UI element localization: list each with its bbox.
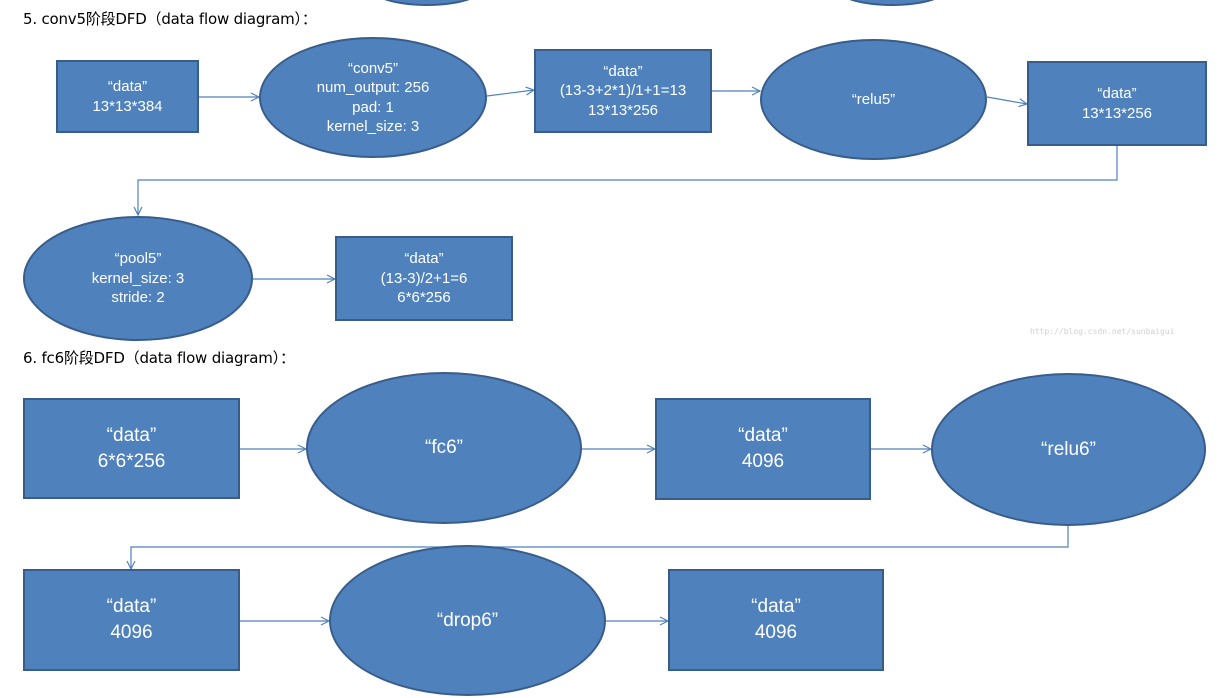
conv5-layer-ellipse: “conv5” num_output: 256 pad: 1 kernel_si… [259,37,487,158]
watermark: http://blog.csdn.net/sunbaigui [1030,327,1175,336]
fc6-input-data-box: “data” 6*6*256 [23,398,240,499]
fc6-output-data-label: “data” 4096 [738,425,788,472]
conv5-input-data-box: “data” 13*13*384 [56,60,199,133]
fc6-output-data-box: “data” 4096 [655,398,871,500]
drop6-layer-label: “drop6” [436,609,499,631]
drop6-output-data-label: “data” 4096 [751,596,801,643]
arrow-data-to-pool5 [138,146,1118,215]
relu5-layer-label: “relu5” [851,90,896,108]
fc6-layer-ellipse: “fc6” [306,372,582,524]
fc6-input-data-label: “data” 6*6*256 [97,424,166,472]
relu6-output-data-box: “data” 4096 [23,569,240,671]
fc6-layer-label: “fc6” [425,437,463,459]
conv5-output-data-box: “data” (13-3+2*1)/1+1=13 13*13*256 [534,49,712,133]
pool5-output-data-label: “data” (13-3)/2+1=6 6*6*256 [380,250,468,307]
conv5-input-data-label: “data” 13*13*384 [92,78,163,115]
arrow-relu6-to-data [131,526,1069,569]
relu6-layer-ellipse: “relu6” [931,373,1206,526]
drop6-output-data-box: “data” 4096 [668,569,884,671]
relu5-layer-ellipse: “relu5” [760,39,987,160]
pool5-layer-label: “pool5” kernel_size: 3 stride: 2 [91,250,185,307]
pool5-output-data-box: “data” (13-3)/2+1=6 6*6*256 [335,236,513,321]
drop6-layer-ellipse: “drop6” [329,545,606,696]
relu6-layer-label: “relu6” [1041,438,1096,460]
pool5-layer-ellipse: “pool5” kernel_size: 3 stride: 2 [23,216,253,341]
relu6-output-data-label: “data” 4096 [106,596,157,643]
arrow-conv5-to-data [486,90,534,97]
relu5-output-data-box: “data” 13*13*256 [1027,61,1207,146]
section-6-heading: 6. fc6阶段DFD（data flow diagram）： [23,349,295,367]
section-5-heading: 5. conv5阶段DFD（data flow diagram）： [23,10,317,28]
conv5-layer-label: “conv5” num_output: 256 pad: 1 kernel_si… [316,59,430,136]
conv5-output-data-label: “data” (13-3+2*1)/1+1=13 13*13*256 [559,62,687,119]
relu5-output-data-label: “data” 13*13*256 [1081,85,1153,122]
arrow-relu5-to-data [986,96,1027,104]
